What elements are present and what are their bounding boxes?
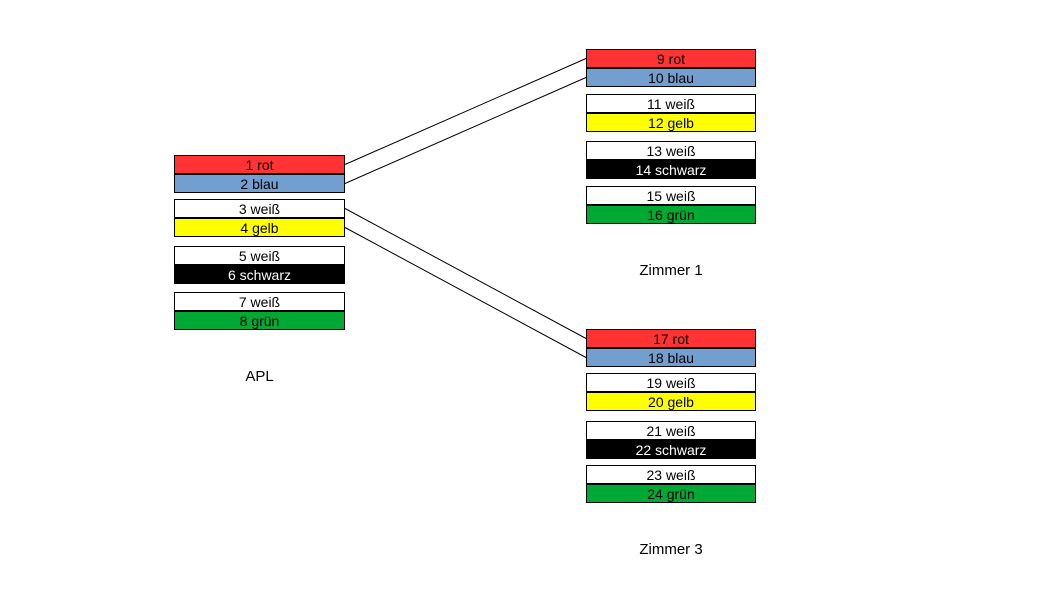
wire-cell-16: 16 grün [586,205,756,224]
apl-label: APL [245,368,274,385]
wire-cell-3: 3 weiß [174,199,345,218]
wire-cell-4: 4 gelb [174,218,345,237]
wire-cell-19: 19 weiß [586,373,756,392]
wire-cell-20: 20 gelb [586,392,756,411]
wire-connection-3-17 [344,208,587,339]
wire-cell-11: 11 weiß [586,94,756,113]
wire-connection-4-18 [344,227,587,358]
wire-cell-7: 7 weiß [174,292,345,311]
wire-cell-23: 23 weiß [586,465,756,484]
wire-cell-18: 18 blau [586,348,756,367]
wire-cell-21: 21 weiß [586,421,756,440]
zimmer1-label: Zimmer 1 [639,262,703,279]
wire-cell-24: 24 grün [586,484,756,503]
wire-cell-2: 2 blau [174,174,345,193]
wire-cell-9: 9 rot [586,49,756,68]
wire-connection-2-10 [344,77,587,184]
wire-cell-10: 10 blau [586,68,756,87]
wire-cell-14: 14 schwarz [586,160,756,179]
wire-cell-1: 1 rot [174,155,345,174]
wire-cell-13: 13 weiß [586,141,756,160]
wire-cell-22: 22 schwarz [586,440,756,459]
wire-cell-12: 12 gelb [586,113,756,132]
wire-cell-17: 17 rot [586,329,756,348]
wire-cell-15: 15 weiß [586,186,756,205]
wire-connection-1-9 [344,58,587,165]
zimmer3-label: Zimmer 3 [639,541,703,558]
wire-cell-6: 6 schwarz [174,265,345,284]
wire-cell-8: 8 grün [174,311,345,330]
wire-cell-5: 5 weiß [174,246,345,265]
